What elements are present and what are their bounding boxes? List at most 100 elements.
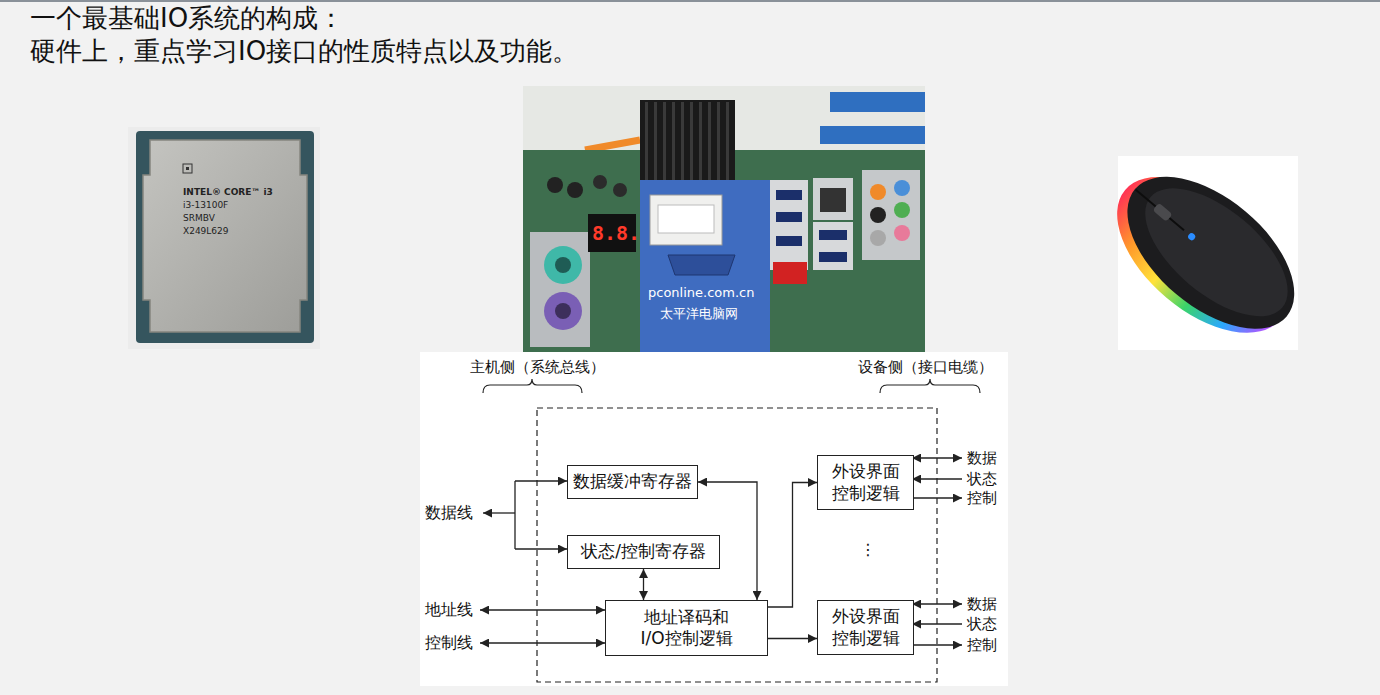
motherboard-photo xyxy=(530,232,590,347)
motherboard-photo xyxy=(773,262,807,284)
motherboard-photo xyxy=(699,102,702,182)
motherboard-photo xyxy=(544,292,582,330)
motherboard-photo xyxy=(593,175,607,189)
signal-name: 状态 xyxy=(967,615,997,633)
motherboard-photo xyxy=(544,246,582,284)
motherboard-photo xyxy=(819,252,847,262)
bus-wire xyxy=(483,512,515,513)
connector-arrow xyxy=(768,638,817,639)
bus-wire xyxy=(912,478,962,479)
signal-name: 控制线 xyxy=(425,633,473,652)
motherboard-photo xyxy=(555,257,571,273)
bus-wire xyxy=(912,457,962,458)
seven-segment-display: 8.8. xyxy=(592,221,640,245)
bus-wire xyxy=(480,609,605,610)
interface-logic-box: 外设界面 控制逻辑 xyxy=(817,455,914,510)
register-box: 状态/控制寄存器 xyxy=(567,535,720,569)
register-box: 数据缓冲寄存器 xyxy=(567,465,698,499)
signal-name: 地址线 xyxy=(425,600,473,619)
top-rule xyxy=(0,0,1380,2)
bus-wire xyxy=(480,642,605,643)
interface-logic-box: 外设界面 控制逻辑 xyxy=(817,600,914,655)
motherboard-photo xyxy=(654,102,657,182)
box-label: 地址译码和 I/O控制逻辑 xyxy=(610,607,763,650)
signal-name: 数据线 xyxy=(425,503,473,522)
motherboard-photo xyxy=(770,180,808,270)
mouse-photo xyxy=(1187,232,1197,242)
mouse-photo xyxy=(1089,143,1321,364)
bus-wire xyxy=(912,644,962,645)
box-label: 状态/控制寄存器 xyxy=(581,541,706,562)
cpu-photo xyxy=(128,127,320,349)
box-label: 外设界面 控制逻辑 xyxy=(822,461,909,504)
cpu-photo xyxy=(183,164,192,173)
signal-name: 状态 xyxy=(967,470,997,488)
bus-wire xyxy=(912,623,962,624)
mouse-photo xyxy=(1124,165,1310,340)
mouse-photo xyxy=(1089,143,1321,364)
motherboard-photo xyxy=(894,180,910,196)
signal-name: 数据 xyxy=(967,449,997,467)
motherboard-photo xyxy=(870,230,886,246)
cpu-photo xyxy=(128,127,320,349)
motherboard-photo xyxy=(672,102,675,182)
motherboard-photo xyxy=(585,140,640,150)
chip-marking: X249L629 xyxy=(183,226,229,237)
interface-boundary xyxy=(537,408,937,682)
motherboard-photo xyxy=(658,205,714,233)
chip-marking: INTEL® CORE™ i3 xyxy=(183,187,273,198)
motherboard-photo xyxy=(681,102,684,182)
chip-marking: SRMBV xyxy=(183,213,215,224)
motherboard-photo xyxy=(613,183,627,197)
motherboard-photo xyxy=(870,184,886,200)
motherboard-photo xyxy=(640,180,770,352)
motherboard-photo xyxy=(776,190,802,200)
motherboard-photo xyxy=(547,177,563,193)
motherboard-photo xyxy=(776,212,802,222)
motherboard-photo xyxy=(830,92,925,112)
cpu-photo xyxy=(186,167,189,170)
bus-wire xyxy=(514,481,515,549)
mouse-photo xyxy=(1136,190,1184,230)
motherboard-photo xyxy=(645,102,729,182)
cpu-photo xyxy=(143,140,307,332)
connector-arrow xyxy=(643,569,644,600)
interface-diagram xyxy=(420,352,1008,686)
box-label: 数据缓冲寄存器 xyxy=(573,471,692,492)
interface-diagram xyxy=(420,352,1008,686)
motherboard-photo xyxy=(813,222,853,270)
subtitle: 硬件上，重点学习IO接口的性质特点以及功能。 xyxy=(30,36,578,67)
watermark: pconline.com.cn xyxy=(648,285,754,301)
bracket xyxy=(880,379,980,393)
side-heading: 设备侧（接口电缆） xyxy=(858,358,993,376)
motherboard-photo xyxy=(894,202,910,218)
box-label: 外设界面 控制逻辑 xyxy=(822,606,909,649)
motherboard-photo xyxy=(862,170,920,260)
control-logic-box: 地址译码和 I/O控制逻辑 xyxy=(605,600,768,656)
motherboard-photo xyxy=(726,102,729,182)
bus-wire xyxy=(912,497,962,498)
motherboard-photo xyxy=(820,126,925,144)
motherboard-photo xyxy=(813,178,853,220)
motherboard-photo xyxy=(523,86,925,352)
connector-arrow xyxy=(768,483,817,608)
ellipsis-mark: ⋮ xyxy=(860,540,876,559)
side-heading: 主机侧（系统总线） xyxy=(470,358,605,376)
signal-name: 控制 xyxy=(967,489,997,507)
motherboard-photo xyxy=(776,236,802,246)
motherboard-photo xyxy=(894,225,910,241)
bus-wire xyxy=(515,480,567,481)
motherboard-photo xyxy=(663,102,666,182)
chip-marking: i3-13100F xyxy=(183,200,228,211)
motherboard-photo xyxy=(870,207,886,223)
motherboard-photo xyxy=(650,195,722,245)
motherboard-photo xyxy=(567,182,583,198)
motherboard-photo xyxy=(523,150,925,352)
motherboard-photo xyxy=(820,188,846,212)
motherboard-photo xyxy=(555,303,571,319)
motherboard-photo xyxy=(668,255,735,275)
motherboard-photo xyxy=(717,102,720,182)
